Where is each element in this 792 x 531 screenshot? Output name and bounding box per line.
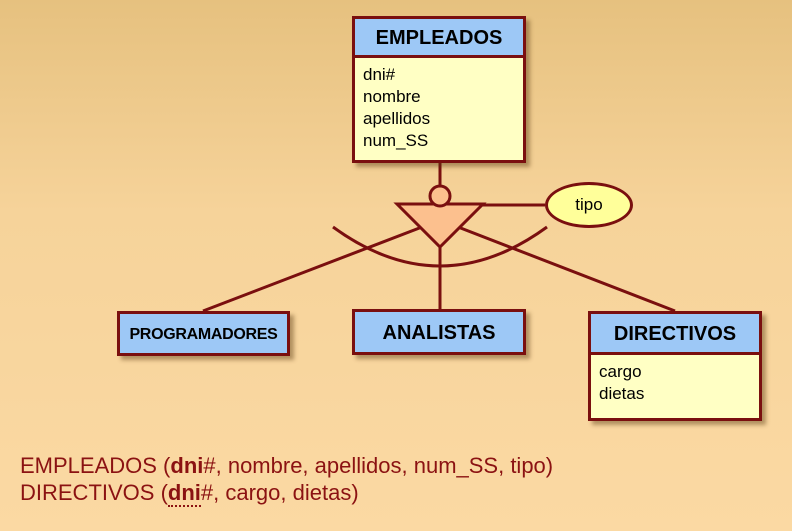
- entity-analistas-title: ANALISTAS: [355, 312, 523, 352]
- schema-directivos-prefix: DIRECTIVOS (: [20, 480, 168, 505]
- attribute-dni: dni#: [363, 65, 396, 84]
- schema-line-empleados: EMPLEADOS (dni#, nombre, apellidos, num_…: [20, 452, 553, 479]
- attribute-cargo: cargo: [599, 362, 642, 381]
- attribute-nombre: nombre: [363, 87, 421, 106]
- entity-empleados-attributes: dni# nombre apellidos num_SS: [355, 58, 523, 152]
- attribute-apellidos: apellidos: [363, 109, 431, 128]
- entity-empleados: EMPLEADOS dni# nombre apellidos num_SS: [352, 16, 526, 163]
- schema-empleados-key: dni: [170, 453, 204, 478]
- optionality-circle: [428, 184, 452, 208]
- schema-empleados-rest: #, nombre, apellidos, num_SS, tipo): [203, 453, 554, 478]
- schema-line-directivos: DIRECTIVOS (dni#, cargo, dietas): [20, 479, 553, 507]
- entity-directivos-title: DIRECTIVOS: [591, 314, 759, 355]
- link-directivos: [457, 225, 676, 313]
- schema-empleados-prefix: EMPLEADOS (: [20, 453, 171, 478]
- relational-schema: EMPLEADOS (dni#, nombre, apellidos, num_…: [20, 452, 553, 507]
- discriminator-attribute-tipo: tipo: [545, 182, 633, 228]
- isa-triangle: [393, 202, 487, 250]
- schema-directivos-key: dni: [167, 480, 201, 507]
- entity-programadores-title: PROGRAMADORES: [120, 314, 287, 353]
- entity-analistas: ANALISTAS: [352, 309, 526, 355]
- attribute-dietas: dietas: [599, 384, 645, 403]
- schema-directivos-rest: #, cargo, dietas): [200, 480, 359, 505]
- link-programadores: [202, 225, 423, 313]
- entity-directivos: DIRECTIVOS cargo dietas: [588, 311, 762, 421]
- entity-empleados-title: EMPLEADOS: [355, 19, 523, 58]
- attribute-num-ss: num_SS: [363, 131, 429, 150]
- entity-directivos-attributes: cargo dietas: [591, 355, 759, 405]
- entity-programadores: PROGRAMADORES: [117, 311, 290, 356]
